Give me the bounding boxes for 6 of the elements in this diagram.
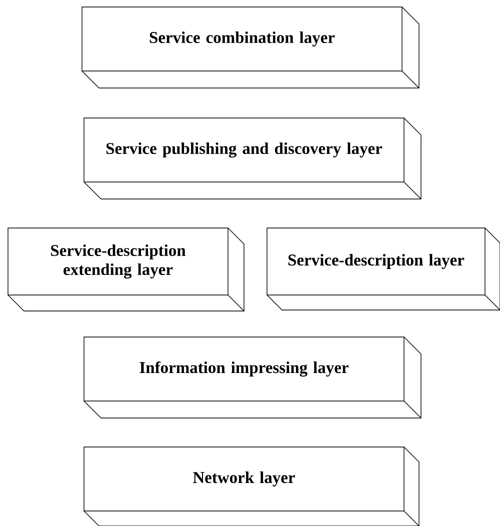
layer-box: Network layer <box>84 446 420 526</box>
layer-box: Service-description extending layer <box>8 228 244 312</box>
layer-box: Information impressing layer <box>84 336 422 418</box>
layer-box: Service combination layer <box>82 6 420 88</box>
layer-box: Service publishing and discovery layer <box>84 118 422 200</box>
layer-box: Service-description layer <box>266 228 500 310</box>
